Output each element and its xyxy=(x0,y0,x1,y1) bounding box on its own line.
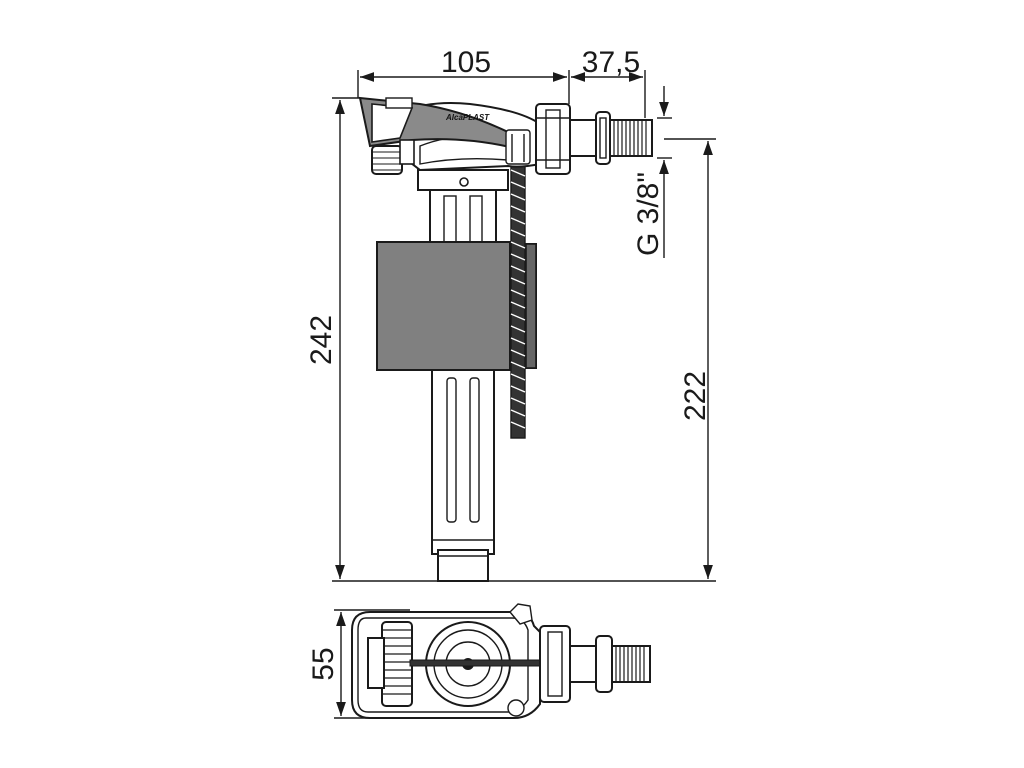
brand-logo: AlcaPLAST xyxy=(445,113,490,122)
dimension-height-222: 222 xyxy=(488,138,716,582)
valve-lower-tube xyxy=(431,367,495,582)
dimension-width-37-5: 37,5 xyxy=(571,46,646,118)
svg-text:AlcaPLAST: AlcaPLAST xyxy=(445,113,490,122)
dimension-label-105: 105 xyxy=(441,46,491,79)
inlet-thread-connector xyxy=(569,111,653,165)
float-clip xyxy=(525,243,537,369)
inlet-nut xyxy=(535,103,571,175)
dimension-height-242: 242 xyxy=(305,97,440,582)
fill-valve-top-view xyxy=(351,603,651,719)
adjusting-spring-rod xyxy=(510,155,526,439)
dimension-label-37-5: 37,5 xyxy=(582,46,640,79)
dimension-thread-g38: G 3/8" xyxy=(632,86,672,258)
bottom-view-gear xyxy=(367,621,413,707)
float xyxy=(376,241,511,371)
fill-valve-side-view: AlcaPLAST xyxy=(358,96,653,582)
dimension-label-55: 55 xyxy=(307,647,340,680)
dimension-width-105: 105 xyxy=(357,46,570,104)
valve-upper-stem xyxy=(429,189,497,245)
dimension-label-thread: G 3/8" xyxy=(632,172,665,256)
dimension-label-242: 242 xyxy=(305,315,338,365)
dimension-label-222: 222 xyxy=(679,371,712,421)
valve-head: AlcaPLAST xyxy=(358,96,541,191)
